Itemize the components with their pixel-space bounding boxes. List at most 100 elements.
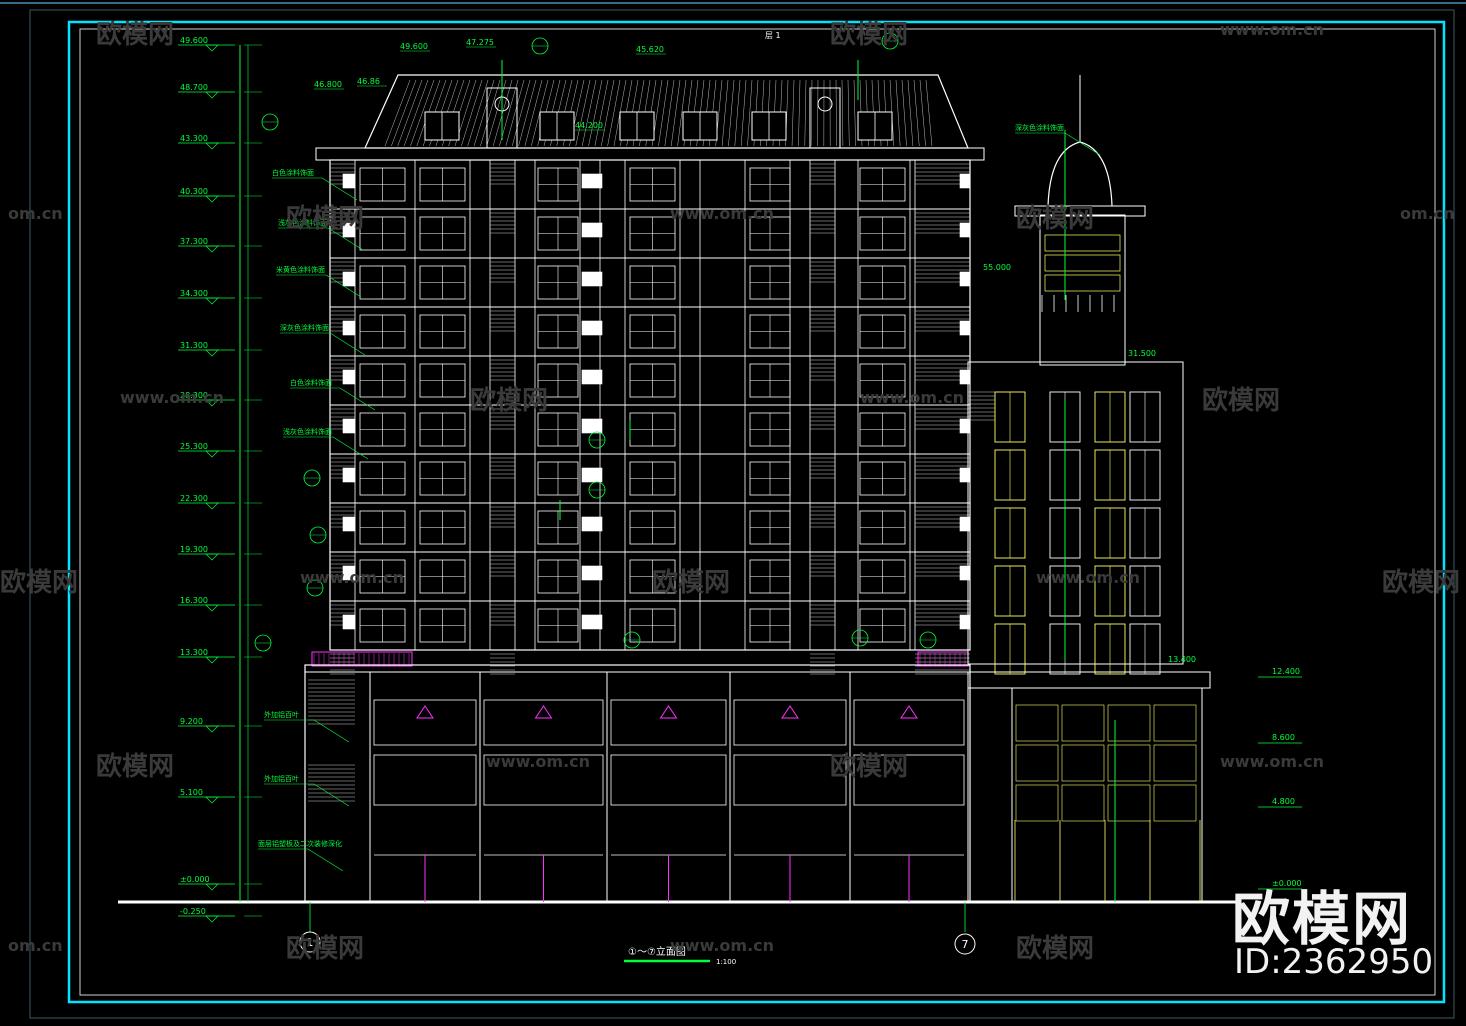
roof-hatch [895, 79, 901, 147]
dome-window [1044, 234, 1121, 252]
ac-unit [581, 516, 603, 532]
watermark-brand: 欧模网 [1016, 934, 1095, 964]
note-leader [313, 719, 350, 743]
roof-hatch [734, 79, 741, 147]
shop-icon [781, 705, 799, 719]
side-podium [1011, 687, 1203, 903]
note-label: 米黄色涂料饰面 [276, 265, 325, 274]
shop-window-upper [610, 699, 727, 746]
watermark-brand: 欧模网 [0, 568, 79, 598]
shop-window-upper [373, 699, 477, 746]
roof-hatch [410, 79, 435, 147]
level-label-left: 37.300 [180, 237, 208, 246]
watermark-site: www.om.cn [1036, 568, 1141, 587]
level-marker [205, 195, 219, 203]
roof-hatch [817, 79, 819, 147]
roof-hatch [581, 79, 597, 147]
dome [1047, 141, 1113, 207]
watermark-site: om.cn [8, 936, 63, 955]
roof-hatch [664, 79, 675, 147]
level-label-right: 12.400 [1272, 667, 1300, 676]
ac-unit [342, 369, 356, 385]
shop-icon [416, 705, 434, 719]
side-tower-outline [967, 361, 1184, 665]
watermark-brand-large: 欧模网 [1232, 885, 1413, 953]
watermark-site: www.om.cn [1220, 20, 1325, 39]
roof-hatch [841, 79, 844, 147]
curtain-panel [1015, 704, 1059, 742]
curtain-panel [1153, 784, 1197, 822]
ac-unit [581, 271, 603, 287]
roof-hatch [798, 79, 801, 147]
shop-window-mid [853, 754, 965, 806]
level-marker [205, 450, 219, 458]
level-label-left: 19.300 [180, 545, 208, 554]
curtain-panel [1061, 784, 1105, 822]
roof-hatch [791, 79, 795, 147]
level-label-left: 34.300 [180, 289, 208, 298]
roof-hatch [480, 79, 501, 147]
roof-hatch [499, 79, 519, 147]
ac-unit [342, 614, 356, 630]
level-marker [205, 91, 219, 99]
dome-window [1044, 254, 1121, 272]
roof-band [311, 651, 413, 667]
roof-hatch [600, 79, 615, 147]
note-leader [332, 436, 369, 460]
roof-hatch [524, 79, 543, 147]
dimension-lines [178, 32, 1302, 932]
roof-hatch [740, 79, 747, 147]
level-marker [205, 553, 219, 561]
note-leader [329, 332, 366, 356]
roof-hatch [901, 79, 907, 147]
roof-hatch [467, 79, 489, 147]
level-label-top: 49.600 [400, 42, 428, 51]
roof-hatch [403, 79, 429, 147]
level-marker [205, 297, 219, 305]
ac-unit [581, 320, 603, 336]
watermark-brand: 欧模网 [1016, 204, 1095, 234]
outer-frame [29, 9, 1455, 1019]
podium-outline [304, 664, 971, 903]
shop-window-upper [733, 699, 847, 746]
level-label-top: 44.200 [575, 121, 603, 130]
roof-hatch [677, 79, 687, 147]
roof-hatch [492, 79, 513, 147]
level-marker [205, 245, 219, 253]
watermark-brand: 欧模网 [96, 752, 175, 782]
level-label-right: 8.600 [1272, 733, 1295, 742]
ac-unit [959, 173, 971, 189]
level-marker [205, 44, 219, 52]
curtain-panel [1107, 704, 1151, 742]
roof-hatch [913, 79, 920, 147]
level-marker [205, 796, 219, 804]
oculus [817, 96, 833, 112]
roof-hatch [847, 79, 850, 147]
dome-window [1044, 274, 1121, 292]
note-leader [1064, 132, 1101, 156]
watermark-site: www.om.cn [860, 388, 965, 407]
curtain-panel [1153, 704, 1197, 742]
note-label: 浅灰色涂料饰面 [278, 218, 327, 227]
roof-hatch [397, 79, 423, 147]
watermark-site: www.om.cn [300, 568, 405, 587]
axis-bubble-right [954, 933, 976, 955]
level-label-left: ±0.000 [180, 875, 210, 884]
level-label-right: 31.500 [1128, 349, 1156, 358]
watermark-brand: 欧模网 [830, 20, 909, 50]
shop-window-mid [373, 754, 477, 806]
level-marker [205, 502, 219, 510]
ac-unit [342, 565, 356, 581]
ac-unit [959, 271, 971, 287]
side-tower [967, 75, 1211, 903]
level-marker [205, 349, 219, 357]
roof-mark: 层 1 [765, 31, 781, 40]
level-label-left: 16.300 [180, 596, 208, 605]
watermark-id: ID:2362950 [1234, 942, 1434, 982]
ac-unit [959, 516, 971, 532]
dome-tower [1039, 214, 1126, 366]
note-label: 深灰色涂料饰面 [1015, 123, 1064, 132]
level-marker [205, 656, 219, 664]
watermark-site: www.om.cn [486, 752, 591, 771]
